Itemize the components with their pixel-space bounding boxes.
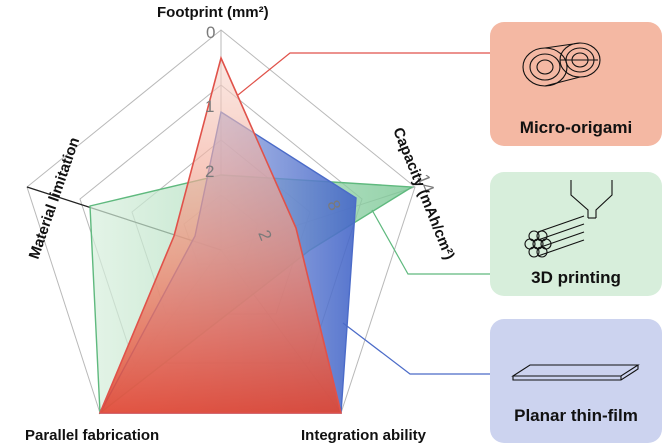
legend-card-3d-printing: 3D printing (490, 172, 662, 296)
series-micro-origami (98, 55, 343, 414)
legend-label-3d-printing: 3D printing (531, 268, 621, 287)
3d-printing-connector (371, 209, 490, 275)
footprint-axis-label: Footprint (mm²) (157, 4, 269, 21)
material-axis-label: Material limitation (26, 135, 84, 261)
rolled-spiral-icon (522, 42, 601, 87)
legend-card-micro-origami: Micro-origami (490, 22, 662, 146)
parallel-axis-label: Parallel fabrication (25, 427, 159, 444)
flat-plate-icon (511, 364, 640, 381)
micro-origami-connector (237, 52, 490, 96)
footprint-tick-1: 1 (205, 97, 214, 116)
stacked-rods-icon (524, 180, 613, 258)
footprint-tick-2: 2 (205, 162, 214, 181)
footprint-tick-0: 0 (206, 23, 215, 42)
legend-card-planar-thin-film: Planar thin-film (490, 319, 662, 443)
legend-label-micro-origami: Micro-origami (520, 118, 632, 137)
planar-connector (342, 322, 490, 375)
legend-label-planar-thin-film: Planar thin-film (514, 406, 638, 425)
integration-axis-label: Integration ability (301, 427, 427, 444)
